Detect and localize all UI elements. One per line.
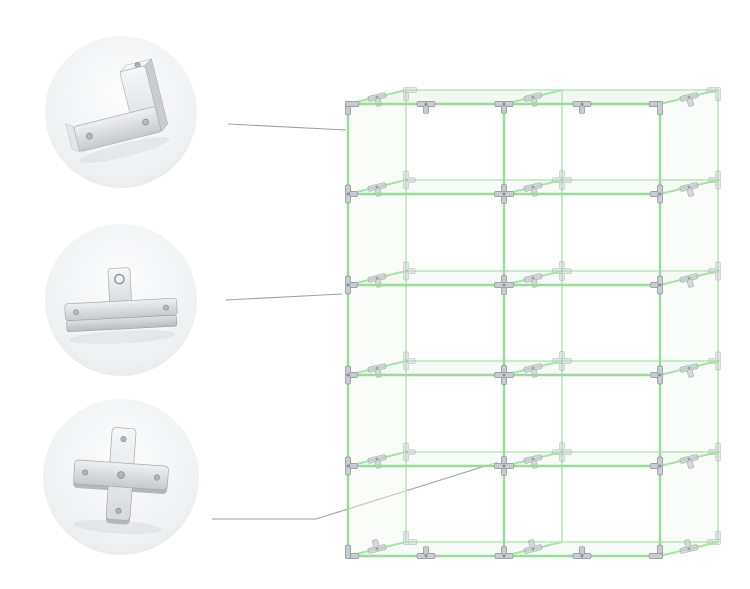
leader-line-cross — [212, 461, 499, 520]
part-shadow — [73, 519, 162, 535]
screw-icon — [142, 118, 149, 126]
part-photo-tee — [45, 224, 197, 376]
screw-icon — [117, 471, 125, 479]
glass-panels — [348, 90, 718, 556]
screw-icon — [85, 132, 93, 140]
leader-lines — [212, 123, 499, 520]
mount-hole — [114, 273, 125, 285]
glass-cabinet — [344, 86, 722, 560]
corner-connector-icon — [65, 58, 170, 164]
screw-icon — [115, 507, 122, 514]
leader-line-tee — [225, 293, 343, 301]
clamps-depth — [365, 91, 701, 555]
part-photo-cross — [43, 399, 199, 555]
screw-icon — [82, 469, 89, 476]
screw-icon — [73, 309, 79, 316]
screw-icon — [120, 436, 127, 443]
screw-icon — [163, 304, 169, 311]
screw-icon — [153, 474, 160, 481]
cross-connector-icon — [73, 427, 169, 535]
photo-circle-bg — [45, 36, 197, 188]
tee-connector-icon — [64, 267, 178, 345]
part-shadow — [69, 329, 176, 345]
part-photo-corner — [45, 36, 197, 188]
part-shadow — [80, 136, 170, 164]
leader-line-corner — [227, 123, 347, 131]
